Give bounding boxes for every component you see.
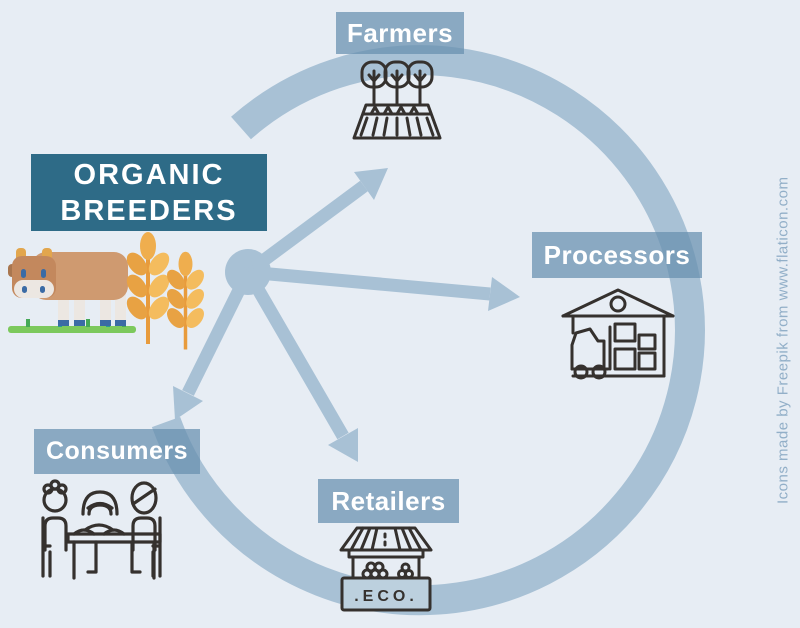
node-label-processors: Processors	[532, 232, 702, 278]
center-label-line2: BREEDERS	[60, 194, 238, 227]
center-node-organic-breeders: ORGANIC BREEDERS	[31, 154, 267, 231]
warehouse-forklift-icon	[561, 288, 675, 380]
arrow-to-retailers	[242, 268, 358, 462]
farm-field-trees-icon	[352, 60, 442, 140]
cow-icon	[8, 248, 136, 333]
wheat-icon	[126, 232, 170, 344]
arrow-to-consumers	[173, 269, 254, 420]
processors-label-text: Processors	[543, 239, 691, 270]
wheat-icon	[167, 251, 204, 350]
node-label-retailers: Retailers	[318, 479, 459, 523]
attribution-text: Icons made by Freepik from www.flaticon.…	[774, 176, 792, 504]
arrow-to-processors	[247, 265, 520, 311]
center-label-line1: ORGANIC	[73, 158, 225, 191]
family-dining-icon	[41, 479, 162, 580]
cycle-ring	[151, 45, 705, 616]
market-stall-icon: .ECO.	[339, 526, 433, 612]
node-label-farmers: Farmers	[336, 12, 464, 54]
arrow-to-farmers	[244, 168, 388, 278]
eco-sign-text: .ECO.	[354, 588, 418, 605]
farmers-label-text: Farmers	[346, 17, 454, 48]
node-label-consumers: Consumers	[34, 429, 200, 474]
retailers-label-text: Retailers	[331, 485, 446, 516]
consumers-label-text: Consumers	[45, 437, 189, 465]
